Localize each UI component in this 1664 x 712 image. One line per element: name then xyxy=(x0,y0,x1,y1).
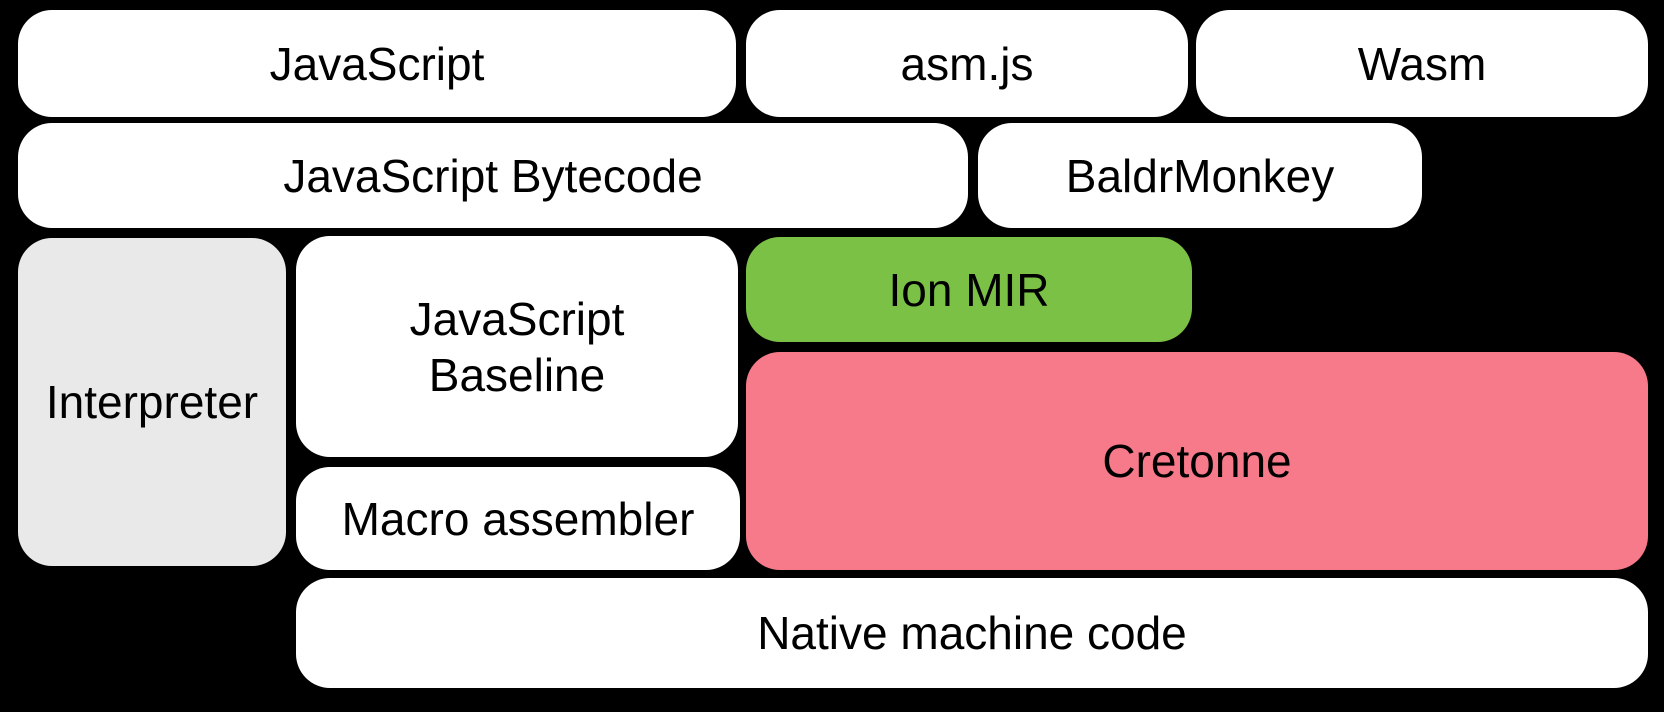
box-baldrmonkey: BaldrMonkey xyxy=(978,123,1422,228)
box-javascript: JavaScript xyxy=(18,10,736,117)
box-javascript-baseline: JavaScript Baseline xyxy=(296,236,738,457)
box-native-machine-code-label: Native machine code xyxy=(757,607,1187,659)
box-macro-assembler-label: Macro assembler xyxy=(341,492,695,545)
box-javascript-bytecode: JavaScript Bytecode xyxy=(18,123,968,228)
box-native-machine-code: Native machine code xyxy=(296,578,1648,688)
box-baldrmonkey-label: BaldrMonkey xyxy=(1065,149,1335,202)
box-interpreter: Interpreter xyxy=(18,238,286,566)
box-javascript-baseline-label: JavaScript Baseline xyxy=(409,292,625,401)
box-javascript-bytecode-label: JavaScript Bytecode xyxy=(283,149,703,202)
box-javascript-label: JavaScript xyxy=(269,37,485,90)
box-ion-mir-label: Ion MIR xyxy=(888,263,1050,316)
box-ion-mir: Ion MIR xyxy=(746,237,1192,342)
box-interpreter-label: Interpreter xyxy=(45,376,259,428)
box-cretonne: Cretonne xyxy=(746,352,1648,570)
box-asm-js: asm.js xyxy=(746,10,1188,117)
box-cretonne-label: Cretonne xyxy=(1102,435,1292,487)
box-macro-assembler: Macro assembler xyxy=(296,467,740,570)
box-wasm: Wasm xyxy=(1196,10,1648,117)
box-asm-js-label: asm.js xyxy=(900,37,1034,90)
box-wasm-label: Wasm xyxy=(1357,37,1487,90)
